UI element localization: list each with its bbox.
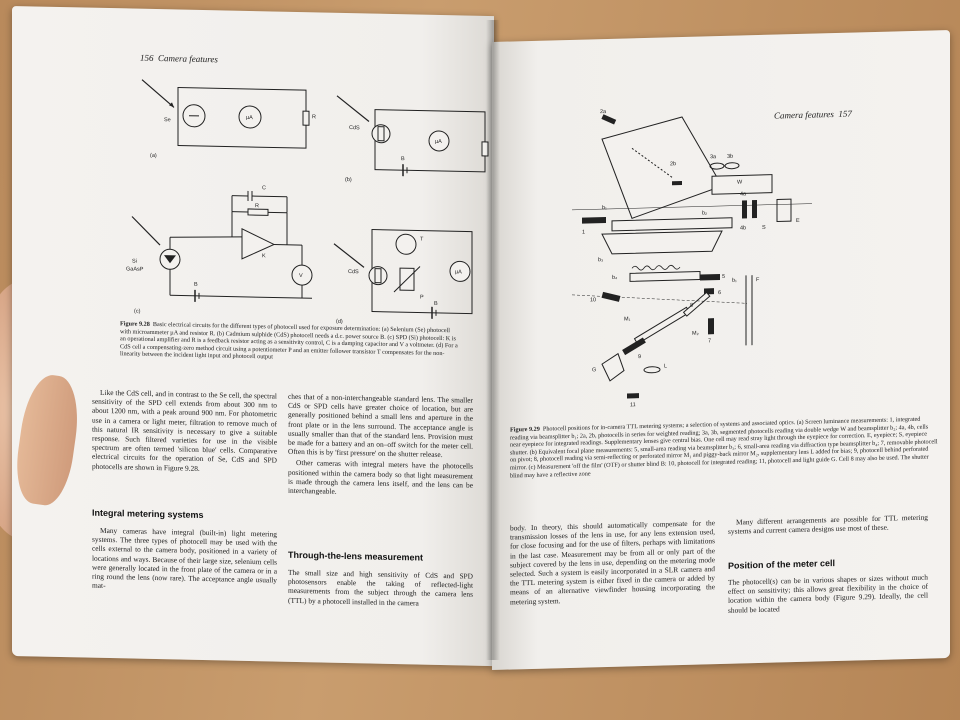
label-b2: b₂: [702, 210, 707, 216]
circuit-c: Si GaAsP C R K V B (c): [112, 176, 313, 325]
label-1: 1: [582, 230, 585, 236]
label-4a: 4a: [740, 191, 747, 197]
figure-9-29-number: Figure 9.29: [510, 425, 540, 434]
label-e: E: [796, 218, 800, 224]
left-col2-para1: ches that of a non-interchangeable stand…: [288, 391, 473, 460]
label-3b: 3b: [727, 154, 733, 160]
figure-9-29-text: Photocell positions for in-camera TTL me…: [510, 415, 938, 480]
label-10: 10: [590, 297, 596, 303]
left-page-number: 156: [140, 52, 154, 63]
label-4b: 4b: [740, 225, 746, 231]
right-column-1: body. In theory, this should automatical…: [510, 518, 715, 608]
left-column-2-lower: The small size and high sensitivity of C…: [288, 568, 473, 611]
label-r-c: R: [255, 203, 259, 209]
label-3a: 3a: [710, 154, 717, 160]
label-p: P: [420, 295, 424, 301]
label-b4: b₄: [612, 275, 618, 281]
book-spine: [486, 20, 500, 660]
label-ua-b: µA: [435, 139, 442, 145]
left-page: 156 Camera features Se µA R (a): [12, 6, 494, 667]
right-column-2-lower: The photocell(s) can be in various shape…: [728, 573, 928, 617]
circuit-a: Se µA R (a): [141, 75, 322, 174]
label-c-cap: C: [262, 185, 266, 191]
label-ua-d: µA: [455, 269, 462, 275]
heading-integral-metering: Integral metering systems: [92, 507, 204, 521]
right-column-2: Many different arrangements are possible…: [728, 513, 928, 539]
label-m1: M₁: [624, 316, 631, 322]
left-col1-para1: Like the CdS cell, and in contrast to th…: [92, 387, 277, 473]
circuit-d: CdS T P µA B (d): [333, 209, 484, 337]
label-d: (d): [336, 319, 343, 325]
label-6: 6: [718, 290, 721, 296]
figure-9-29-caption: Figure 9.29 Photocell positions for in-c…: [510, 415, 938, 479]
label-b-d: B: [434, 301, 438, 307]
label-gaasp: GaAsP: [126, 266, 144, 272]
left-running-title: Camera features: [158, 53, 218, 65]
label-w: W: [737, 179, 743, 185]
label-cds-d: CdS: [348, 269, 359, 275]
label-l: L: [664, 363, 667, 369]
label-c: (c): [134, 309, 141, 315]
left-page-header: 156 Camera features: [140, 53, 218, 65]
circuit-b: CdS µA B (b): [336, 91, 494, 189]
right-col2-para1: Many different arrangements are possible…: [728, 512, 928, 537]
left-col2-para2: Other cameras with integral meters have …: [288, 458, 473, 496]
label-k: K: [262, 253, 266, 259]
right-col2-para2: The photocell(s) can be in various shape…: [728, 572, 928, 615]
label-9: 9: [638, 354, 641, 360]
label-cds-b: CdS: [349, 125, 360, 131]
figure-9-28-text: Basic electrical circuits for the differ…: [120, 320, 458, 361]
left-column-1: Like the CdS cell, and in contrast to th…: [92, 388, 277, 477]
label-b1: b₁: [602, 205, 607, 211]
figure-9-28-caption: Figure 9.28 Basic electrical circuits fo…: [120, 320, 460, 365]
label-b3: b₃: [598, 257, 603, 263]
label-b-b: B: [401, 156, 405, 162]
label-5: 5: [722, 274, 725, 280]
left-column-1-lower: Many cameras have integral (built-in) li…: [92, 526, 277, 596]
label-ua-a: µA: [246, 115, 253, 121]
label-b: (b): [345, 177, 352, 183]
left-col2-para3: The small size and high sensitivity of C…: [288, 567, 473, 608]
figure-9-28-number: Figure 9.28: [120, 320, 150, 328]
left-col1-para2: Many cameras have integral (built-in) li…: [92, 525, 277, 591]
label-11: 11: [630, 402, 636, 408]
figure-9-29-diagram: 2a 2b 3a 3b W 4a 4b S E b₁ b₂ 1 b₃ b₄ 5 …: [571, 102, 872, 415]
heading-position-meter-cell: Position of the meter cell: [728, 558, 836, 571]
label-g: G: [592, 367, 596, 373]
label-7: 7: [708, 338, 711, 344]
label-r-a: R: [312, 114, 316, 120]
left-column-2: ches that of a non-interchangeable stand…: [288, 392, 473, 501]
label-se: Se: [164, 117, 171, 123]
label-si: Si: [132, 259, 137, 265]
label-s: S: [762, 225, 766, 231]
label-a: (a): [150, 153, 157, 159]
label-f: F: [756, 277, 760, 283]
label-b-blind: b₁: [732, 278, 737, 284]
right-page: Camera features 157: [492, 30, 950, 670]
label-2b: 2b: [670, 161, 676, 167]
label-8: 8: [690, 303, 693, 309]
heading-ttl-measurement: Through-the-lens measurement: [288, 549, 424, 563]
right-col1-text: body. In theory, this should automatical…: [510, 518, 715, 607]
label-2a: 2a: [600, 109, 607, 115]
label-b-c: B: [194, 282, 198, 288]
label-t: T: [420, 237, 424, 243]
label-v: V: [299, 273, 303, 279]
label-m2: M₂: [692, 331, 699, 337]
